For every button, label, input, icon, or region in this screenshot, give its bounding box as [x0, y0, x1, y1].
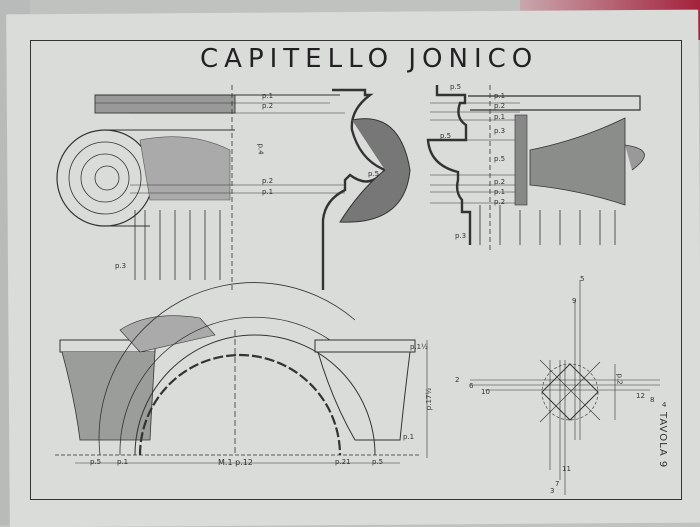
- dim-label: p.1: [117, 458, 129, 466]
- volute-construction: [470, 280, 660, 495]
- dim-label: p.1: [494, 188, 506, 196]
- dim-label: p.2: [494, 102, 506, 110]
- construction-number: 7: [555, 480, 560, 488]
- construction-number: 3: [550, 487, 555, 495]
- side-elevation: [426, 85, 645, 250]
- dim-label: p.2: [494, 198, 506, 206]
- dim-label: p.2: [262, 102, 274, 110]
- dim-label: p.4: [256, 143, 265, 155]
- plan-view: [55, 282, 428, 464]
- plate-number: TAVOLA 9: [657, 412, 668, 469]
- construction-number: 11: [562, 465, 571, 473]
- front-elevation: [56, 85, 411, 290]
- construction-number: 8: [650, 396, 655, 404]
- dim-label: p.2: [494, 178, 506, 186]
- sheet-frame: [30, 40, 682, 500]
- page-title: CAPITELLO JONICO: [200, 44, 539, 74]
- dim-label: p.1: [403, 433, 415, 441]
- dim-label: p.2: [262, 177, 274, 185]
- construction-number: p.2: [615, 373, 624, 385]
- construction-number: 4: [662, 401, 667, 409]
- dim-label: p.3: [494, 127, 506, 135]
- dim-label: p.5: [368, 170, 380, 178]
- dim-label: p.5: [372, 458, 384, 466]
- dim-label: p.5: [440, 132, 452, 140]
- dim-label: p.3: [455, 232, 467, 240]
- dim-label: p.5: [90, 458, 102, 466]
- dim-label: M.1 p.12: [218, 458, 253, 467]
- dim-label: p.1: [494, 113, 506, 121]
- dim-label: p.3: [115, 262, 127, 270]
- dim-label: p.1: [262, 188, 274, 196]
- construction-number: 6: [469, 382, 474, 390]
- dim-label: p.1½: [410, 343, 428, 351]
- dim-label: p.1: [494, 92, 506, 100]
- construction-number: 10: [481, 388, 490, 396]
- dim-label: p.1: [262, 92, 274, 100]
- construction-number: 12: [636, 392, 645, 400]
- dim-label: p.5: [450, 83, 462, 91]
- construction-number: 5: [580, 275, 585, 283]
- dim-label: p.17½: [425, 387, 434, 411]
- dim-label: p.5: [494, 155, 506, 163]
- construction-number: 2: [455, 376, 460, 384]
- dim-label: p.21: [335, 458, 351, 466]
- construction-number: 9: [572, 297, 577, 305]
